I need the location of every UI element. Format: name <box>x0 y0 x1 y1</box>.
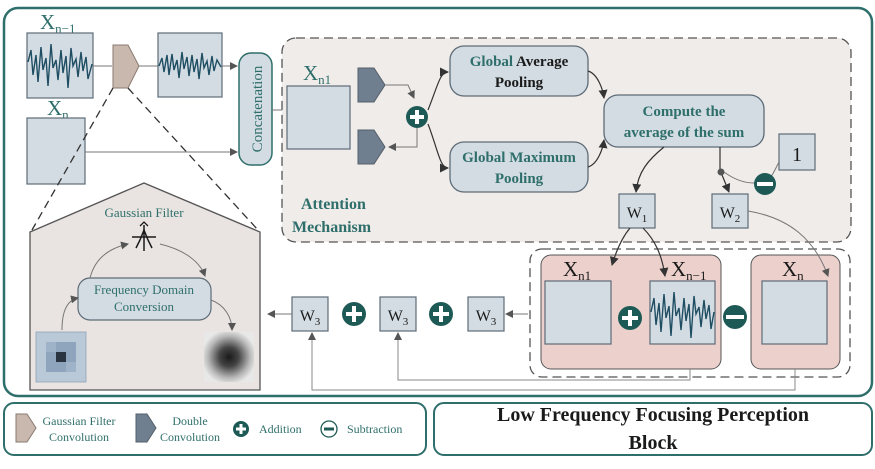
edge-gmp-to-compute <box>587 139 608 168</box>
edge-sharp-to-freq <box>61 295 79 331</box>
comb-xn-minus-1-waveform <box>650 291 715 339</box>
comb-xn-minus-1-label: Xn−1 <box>671 257 707 283</box>
attention-addition-icon <box>406 106 428 128</box>
xn-label: Xn <box>47 96 69 122</box>
edge-gap-to-compute <box>587 70 608 99</box>
legend-gaussian-conv-icon <box>15 413 37 443</box>
compute-line1: Compute the <box>643 104 726 120</box>
edge-freq-to-blur <box>210 299 236 331</box>
legend-subtraction-label: Subtraction <box>347 422 402 436</box>
double-conv-upper-shape <box>357 67 386 103</box>
blurred-image <box>204 332 254 382</box>
attention-subtraction-icon <box>754 173 776 195</box>
w2-box <box>711 193 749 229</box>
edge-feedback-to-w3-left <box>308 332 796 391</box>
filtered-signal <box>157 32 223 98</box>
input-xn: Xn <box>26 96 86 185</box>
xn-minus-1-label: Xn−1 <box>40 10 76 36</box>
w3-box-right <box>467 296 505 332</box>
attention-input-box <box>286 85 351 150</box>
compute-line2: average of the sum <box>624 125 745 141</box>
edge-add-to-gmp <box>427 123 449 173</box>
concatenation-box <box>238 52 273 166</box>
gap-label-line1: Global Average <box>470 54 569 70</box>
block-title-panel <box>433 402 873 456</box>
filtered-waveform <box>158 51 222 80</box>
legend-gaussian-line1: Gaussian Filter <box>43 414 116 428</box>
w3-label-right: W3 <box>476 308 497 328</box>
concatenation-label: Concatenation <box>250 65 266 152</box>
legend-subtraction-icon <box>320 420 338 438</box>
comb-addition-icon <box>618 306 642 330</box>
edge-junction-to-subtract <box>723 171 755 184</box>
double-conv-lower-shape <box>357 129 386 165</box>
edge-filter-to-freq <box>159 243 207 277</box>
projection-right <box>127 87 259 231</box>
w3-addition-icon-left <box>342 302 366 326</box>
constant-one-box <box>778 133 816 171</box>
edge-add-from-lower <box>388 128 418 151</box>
legend-double-conv-icon <box>135 413 157 443</box>
w1-box <box>618 193 656 229</box>
junction-dot <box>717 168 725 176</box>
comb-xn-box <box>761 280 828 345</box>
legend-panel <box>3 402 427 456</box>
edge-compute-to-w1 <box>632 146 665 193</box>
gmp-label-line2: Pooling <box>495 171 544 187</box>
edge-freq-to-filter <box>89 241 129 279</box>
comb-xn1-box <box>544 280 612 345</box>
edge-w1-to-xn-minus-1 <box>642 227 669 277</box>
w3-label-left: W3 <box>300 308 321 328</box>
attention-title-line2: Mechanism <box>292 219 372 236</box>
gaussian-filter-conv-shape <box>112 44 140 89</box>
projection-left <box>31 87 114 231</box>
input-xn-minus-1: Xn−1 <box>26 10 94 99</box>
freq-line2: Conversion <box>114 299 174 314</box>
attention-input-label: Xn1 <box>303 61 331 87</box>
freq-line1: Frequency Domain <box>94 282 195 297</box>
edge-upper-conv-to-add <box>385 84 415 99</box>
edge-feedback-to-w3-middle <box>394 332 691 381</box>
xn-minus-1-waveform <box>27 43 93 89</box>
w3-addition-icon-right <box>429 302 453 326</box>
block-title-line1: Low Frequency Focusing Perception <box>497 404 809 426</box>
gap-label-line2: Pooling <box>495 75 544 91</box>
attention-panel <box>281 37 852 243</box>
attention-title-line1: Attention <box>301 196 366 213</box>
legend-addition-label: Addition <box>259 422 302 436</box>
w3-label-middle: W3 <box>388 308 409 328</box>
gaussian-filter-icon <box>132 221 156 251</box>
edge-w2-to-xn <box>747 210 830 277</box>
w2-label: W2 <box>720 205 741 225</box>
edge-add-to-gap <box>427 67 449 111</box>
edge-w1-to-xn1 <box>609 227 631 266</box>
legend-gaussian-line2: Convolution <box>49 430 109 444</box>
w3-box-middle <box>379 296 417 332</box>
xn-input-box <box>26 117 86 185</box>
comb-xn-label: Xn <box>782 257 804 283</box>
gmp-label-line1: Global Maximum <box>462 150 576 166</box>
constant-one-label: 1 <box>792 144 802 166</box>
w1-label: W1 <box>627 205 648 225</box>
legend-addition-icon <box>233 421 249 437</box>
legend-double-line2: Convolution <box>160 430 220 444</box>
comb-xn1-label: Xn1 <box>563 257 591 283</box>
block-title-line2: Block <box>629 432 679 454</box>
compute-average-box <box>603 94 765 148</box>
legend-double-line1: Double <box>172 414 207 428</box>
comb-subtraction-icon <box>723 305 747 329</box>
w3-box-left <box>291 296 329 332</box>
gaussian-filter-title: Gaussian Filter <box>104 205 184 220</box>
sharp-pixel-image <box>35 331 87 383</box>
